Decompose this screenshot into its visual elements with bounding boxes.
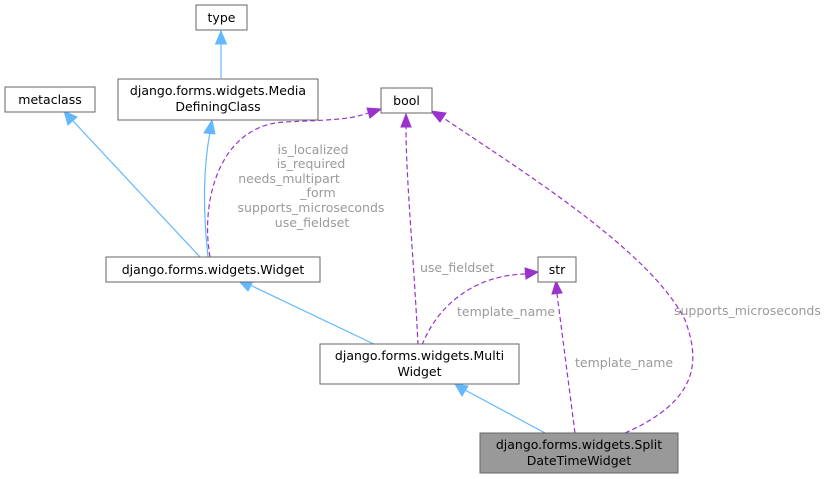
node-multi-widget[interactable]: django.forms.widgets.Multi Widget — [319, 343, 520, 385]
edge-split-to-multi — [454, 383, 546, 434]
node-media-defining-class[interactable]: django.forms.widgets.Media DefiningClass — [117, 78, 319, 121]
edge-multi-to-widget — [236, 279, 379, 347]
node-str[interactable]: str — [537, 256, 577, 283]
edge-widget-to-bool — [207, 107, 383, 258]
node-bool-label: bool — [393, 93, 420, 108]
node-type-label: type — [208, 10, 236, 25]
edge-label-widget-bool-1: is_localized — [277, 142, 348, 157]
edge-label-widget-bool-3: needs_multipart — [238, 171, 340, 186]
node-widget[interactable]: django.forms.widgets.Widget — [105, 256, 321, 283]
edge-label-widget-bool-5: supports_microseconds — [238, 200, 385, 215]
node-metaclass-label: metaclass — [18, 92, 81, 107]
node-str-label: str — [549, 262, 566, 277]
node-bool[interactable]: bool — [380, 87, 433, 114]
edge-widget-to-media — [203, 118, 216, 258]
node-widget-label: django.forms.widgets.Widget — [122, 262, 305, 277]
edge-label-widget-bool-6: use_fieldset — [275, 215, 350, 230]
node-multi-label-2: Widget — [397, 364, 441, 379]
edge-split-to-str — [551, 279, 576, 434]
edge-multi-to-bool — [400, 112, 419, 346]
edge-multi-to-str — [421, 267, 540, 346]
node-split-datetime-widget[interactable]: django.forms.widgets.Split DateTimeWidge… — [479, 432, 679, 474]
edge-label-widget-bool-2: is_required — [277, 156, 346, 171]
edge-label-widget-bool-4: _form — [299, 185, 335, 200]
edge-label-multi-str: template_name — [457, 304, 555, 319]
node-type[interactable]: type — [195, 4, 248, 31]
node-split-label-2: DateTimeWidget — [527, 453, 632, 468]
edge-widget-to-metaclass — [63, 110, 201, 258]
node-multi-label-1: django.forms.widgets.Multi — [335, 348, 504, 363]
node-media-label-1: django.forms.widgets.Media — [130, 83, 306, 98]
edge-label-split-bool: supports_microseconds — [674, 303, 821, 318]
edge-label-multi-bool: use_fieldset — [420, 260, 495, 275]
node-split-label-1: django.forms.widgets.Split — [496, 437, 662, 452]
edge-label-split-str: template_name — [575, 355, 673, 370]
node-media-label-2: DefiningClass — [175, 99, 260, 114]
edge-media-to-type — [214, 29, 228, 78]
edge-split-to-bool — [429, 110, 694, 434]
node-metaclass[interactable]: metaclass — [4, 86, 96, 113]
